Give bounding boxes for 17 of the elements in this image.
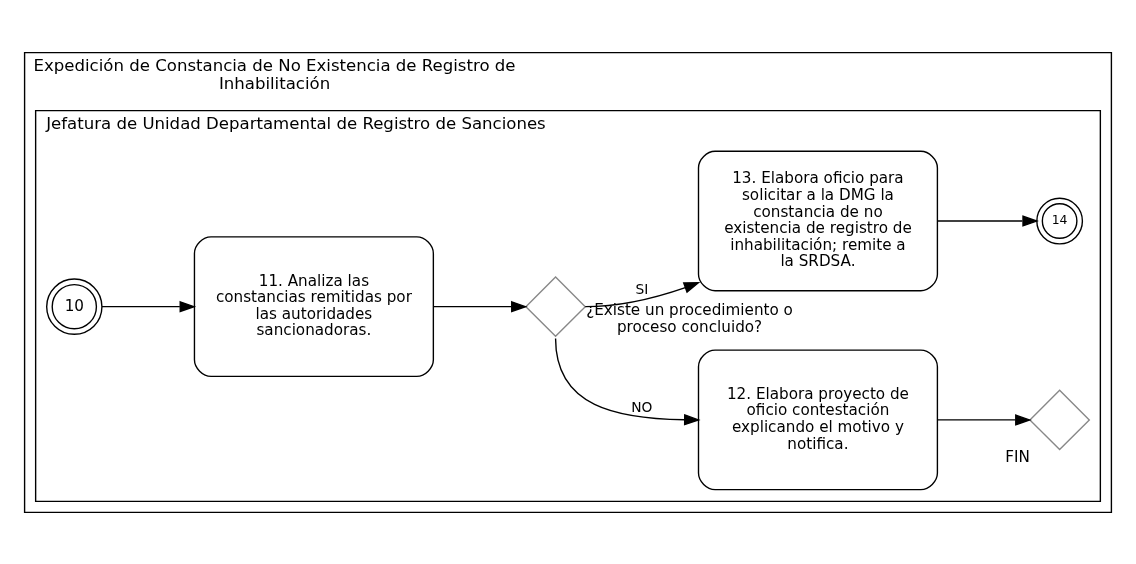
arrow: [554, 337, 701, 426]
node-box: 12. Elabora proyecto de oficio contestación explicando el motivo y notifica.: [697, 349, 939, 490]
node-circle: 10: [46, 277, 103, 335]
arrow: [584, 281, 701, 307]
arrow: [101, 300, 197, 312]
arrow: [937, 413, 1032, 426]
node-box: 13. Elabora oficio para solicitar a la DMG la constancia de no existencia de registro de inhabilitación; remite a la SRDSA.: [697, 150, 939, 291]
arrow: [937, 214, 1039, 227]
node-diamond: [524, 275, 587, 337]
node-label: FIN: [1005, 447, 1030, 466]
node-box: 11. Analiza las constancias remitidas por las autoridades sancionadoras.: [193, 235, 435, 377]
arrow: [433, 300, 528, 312]
node-label: ¿Existe un procedimiento o proceso concluido?: [586, 300, 793, 336]
edge-label: NO: [631, 398, 653, 415]
edge-label: SI: [635, 280, 649, 297]
node-diamond: [1028, 388, 1091, 451]
node-circle: 14: [1036, 197, 1084, 244]
